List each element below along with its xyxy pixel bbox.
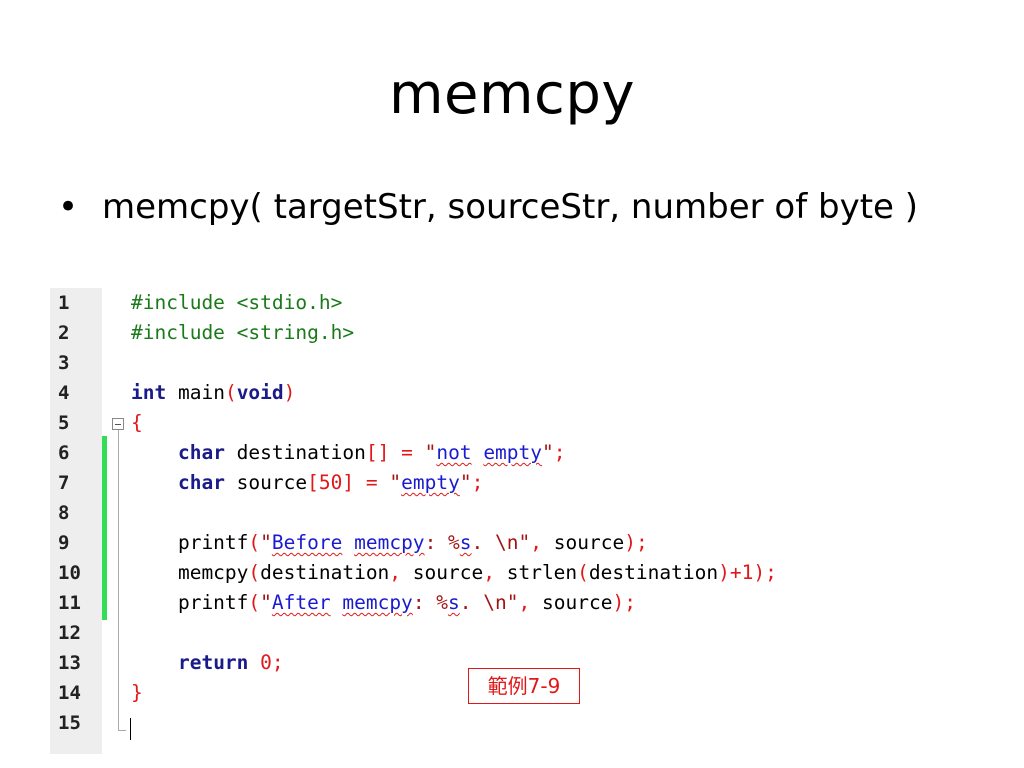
line-number-gutter [50,288,102,754]
code-line: #include <stdio.h> [131,291,343,314]
text-caret [130,718,131,740]
bullet-dot: • [58,187,79,227]
line-number: 12 [58,622,81,644]
line-number: 4 [58,382,70,404]
collapse-icon[interactable] [112,418,124,430]
code-line: printf("Before memcpy: %s. \n", source); [131,531,648,554]
example-label: 範例7-9 [468,668,580,704]
line-number: 11 [58,592,81,614]
line-number: 8 [58,502,70,524]
line-number: 13 [58,652,81,674]
bullet-item: • memcpy( targetStr, sourceStr, number of… [58,187,998,227]
line-number: 14 [58,682,81,704]
code-line [131,618,143,648]
line-number: 9 [58,532,70,554]
code-line: #include <string.h> [131,321,355,344]
code-line: char source[50] = "empty"; [177,471,484,494]
code-line: int main(void) [131,381,296,404]
code-line: memcpy(destination, source, strlen(desti… [131,561,777,584]
code-line: { [131,411,143,434]
code-line [131,348,143,378]
code-line: char destination[] = "not empty"; [177,441,566,464]
code-line: printf("After memcpy: %s. \n", source); [131,591,636,614]
line-number: 6 [58,442,70,464]
line-number: 7 [58,472,70,494]
line-number: 5 [58,412,70,434]
slide-title: memcpy [388,62,636,127]
code-line: } [131,681,143,704]
line-number: 10 [58,562,81,584]
change-indicator-bar [102,436,107,620]
line-number: 3 [58,352,70,374]
line-number: 2 [58,322,70,344]
line-number: 15 [58,712,81,734]
code-line [131,708,143,738]
code-line: return 0; [177,651,284,674]
fold-guide-end [118,730,126,731]
line-number: 1 [58,292,70,314]
code-line [131,498,143,528]
fold-guide-line [118,430,119,730]
bullet-text: memcpy( targetStr, sourceStr, number of … [102,187,919,227]
